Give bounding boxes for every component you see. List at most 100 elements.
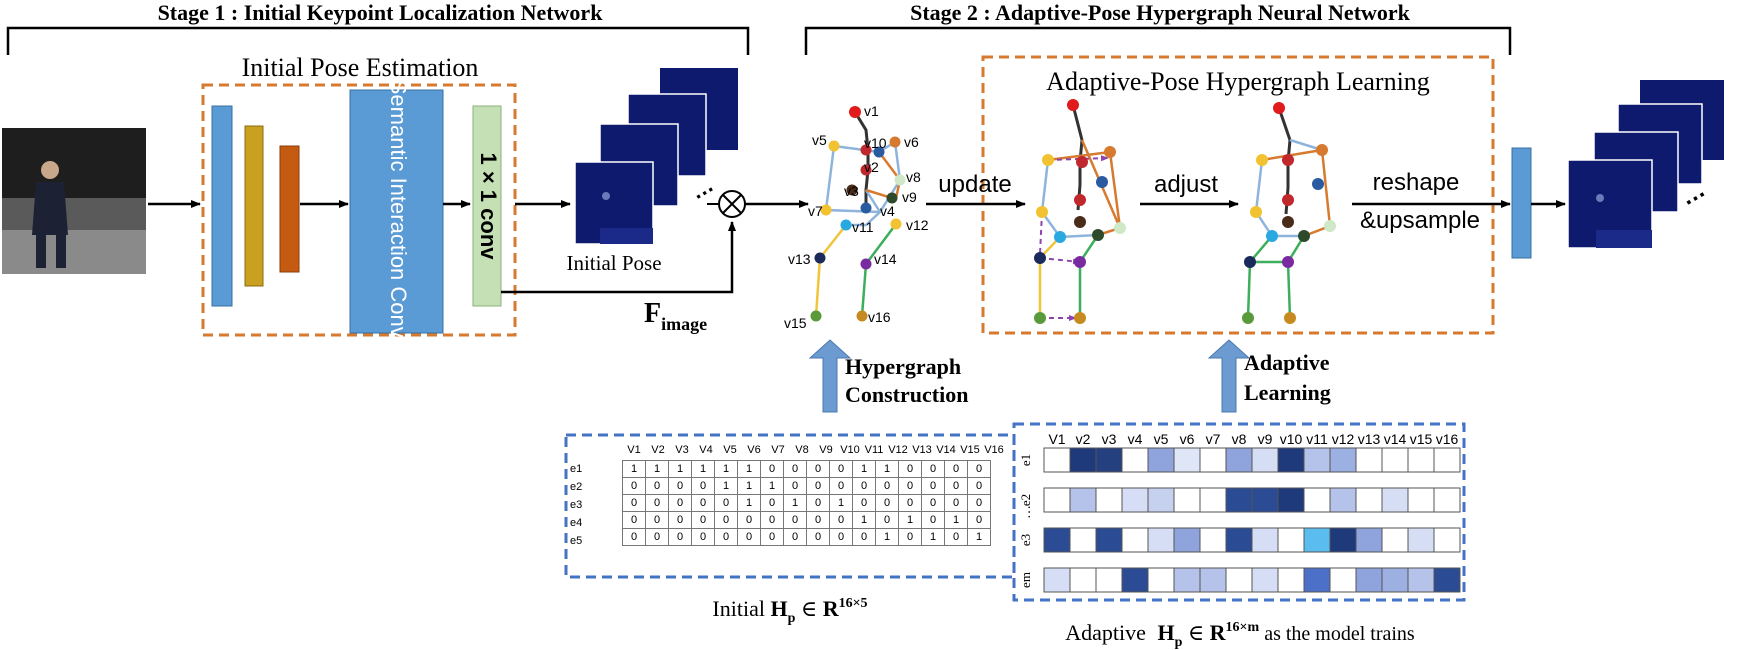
initial-col-label: V9 — [819, 444, 833, 456]
adaptive-matrix-cell — [1329, 487, 1357, 513]
skeleton-vertex-labels: v1 v2 v3 v4 v5 v6 v7 v8 v9 v10 v11 v12 v… — [784, 103, 929, 331]
semantic-interaction-conv-block — [349, 89, 444, 334]
adaptive-matrix-cell — [1329, 527, 1357, 553]
adaptive-matrix-cell — [1147, 567, 1175, 593]
hypergraph-construction-line2: Construction — [845, 382, 968, 407]
adaptive-matrix-cell — [1043, 487, 1071, 513]
initial-col-label: V13 — [912, 444, 932, 456]
adaptive-matrix-cell — [1121, 527, 1149, 553]
adaptive-col-label: v7 — [1206, 431, 1221, 447]
initial-matrix-cell: 0 — [898, 477, 922, 495]
initial-matrix-cell: 0 — [921, 477, 945, 495]
initial-matrix-cell: 0 — [714, 494, 738, 512]
adaptive-learning-box — [981, 55, 1495, 335]
vertex-label-v16: v16 — [868, 309, 891, 325]
adaptive-col-label: v3 — [1102, 431, 1117, 447]
initial-matrix-cell: 0 — [852, 477, 876, 495]
initial-matrix-cell: 0 — [622, 494, 646, 512]
initial-matrix-cell: 0 — [760, 494, 784, 512]
adaptive-matrix-cell — [1277, 527, 1305, 553]
initial-matrix-cell: 0 — [967, 494, 991, 512]
initial-col-label: V12 — [888, 444, 908, 456]
adaptive-row-label: e3 — [1018, 534, 1033, 546]
adaptive-col-label: v16 — [1436, 431, 1459, 447]
initial-row-label: e1 — [570, 463, 583, 475]
initial-matrix-cell: 0 — [645, 477, 669, 495]
adaptive-matrix-cell — [1381, 527, 1409, 553]
initial-matrix-cell: 0 — [760, 511, 784, 529]
initial-matrix-cell: 0 — [783, 477, 807, 495]
vertex-label-v11: v11 — [852, 219, 874, 235]
adaptive-matrix-cell — [1381, 567, 1409, 593]
initial-matrix-cell: 1 — [898, 511, 922, 529]
update-label: update — [938, 171, 1011, 198]
adaptive-col-label: v9 — [1258, 431, 1273, 447]
vertex-label-v7: v7 — [808, 203, 823, 219]
initial-matrix-cell: 1 — [714, 477, 738, 495]
initial-matrix-cell: 1 — [829, 494, 853, 512]
initial-matrix-cell: 1 — [783, 494, 807, 512]
hypergraph-adjust-skeleton — [1242, 102, 1336, 324]
initial-matrix-cell: 0 — [898, 460, 922, 478]
initial-matrix-cell: 0 — [829, 528, 853, 546]
adaptive-col-label: v6 — [1180, 431, 1195, 447]
initial-matrix-cell: 0 — [668, 477, 692, 495]
initial-matrix-cell: 0 — [668, 511, 692, 529]
initial-matrix-cell: 1 — [737, 494, 761, 512]
vertex-label-v4: v4 — [880, 203, 895, 219]
vertex-label-v2: v2 — [864, 159, 879, 175]
initial-matrix-cell: 0 — [967, 511, 991, 529]
initial-matrix-cell: 0 — [829, 460, 853, 478]
initial-matrix-cell: 0 — [898, 494, 922, 512]
initial-matrix-cell: 1 — [852, 460, 876, 478]
initial-col-label: V11 — [864, 444, 884, 456]
adaptive-matrix-cell — [1251, 567, 1279, 593]
adaptive-row-ellipsis: … — [1019, 505, 1034, 519]
backbone-bar-gold — [244, 125, 264, 287]
adaptive-matrix-cell — [1277, 567, 1305, 593]
initial-matrix-cell: 0 — [944, 528, 968, 546]
adaptive-matrix-cell — [1225, 567, 1253, 593]
initial-matrix-cell: 0 — [783, 528, 807, 546]
initial-matrix-cell: 0 — [691, 477, 715, 495]
adaptive-matrix-cell — [1303, 487, 1331, 513]
initial-row-label: e3 — [570, 499, 583, 511]
adaptive-matrix-cell — [1433, 567, 1461, 593]
initial-matrix-cell: 0 — [806, 511, 830, 529]
initial-matrix-cell: 0 — [622, 528, 646, 546]
initial-matrix-cell: 0 — [806, 528, 830, 546]
initial-matrix-cell: 0 — [898, 528, 922, 546]
initial-row-label: e4 — [570, 517, 583, 529]
initial-matrix-cell: 1 — [737, 460, 761, 478]
initial-col-label: V6 — [747, 444, 761, 456]
adaptive-matrix-cell — [1329, 447, 1357, 473]
adaptive-matrix-cell — [1329, 567, 1357, 593]
adaptive-col-label: v13 — [1358, 431, 1381, 447]
adaptive-matrix-cell — [1095, 567, 1123, 593]
adaptive-matrix-cell — [1277, 447, 1305, 473]
adaptive-matrix-cell — [1251, 527, 1279, 553]
adaptive-col-label: v5 — [1154, 431, 1169, 447]
initial-matrix-cell: 0 — [760, 460, 784, 478]
stage1-brace — [6, 26, 750, 55]
initial-matrix-cell: 0 — [783, 460, 807, 478]
initial-pose-heatmaps — [574, 68, 738, 245]
adaptive-matrix-cell — [1225, 447, 1253, 473]
adaptive-matrix-cell — [1407, 567, 1435, 593]
initial-matrix-cell: 0 — [668, 528, 692, 546]
initial-matrix-cell: 0 — [829, 477, 853, 495]
stage2-brace — [804, 26, 1512, 55]
initial-matrix-cell: 0 — [622, 477, 646, 495]
initial-col-label: V5 — [723, 444, 737, 456]
adaptive-matrix-cell — [1251, 487, 1279, 513]
adaptive-matrix-cell — [1147, 447, 1175, 473]
initial-matrix-cell: 0 — [875, 511, 899, 529]
adaptive-matrix-cell — [1355, 527, 1383, 553]
initial-pose-estimation-title: Initial Pose Estimation — [242, 53, 479, 82]
